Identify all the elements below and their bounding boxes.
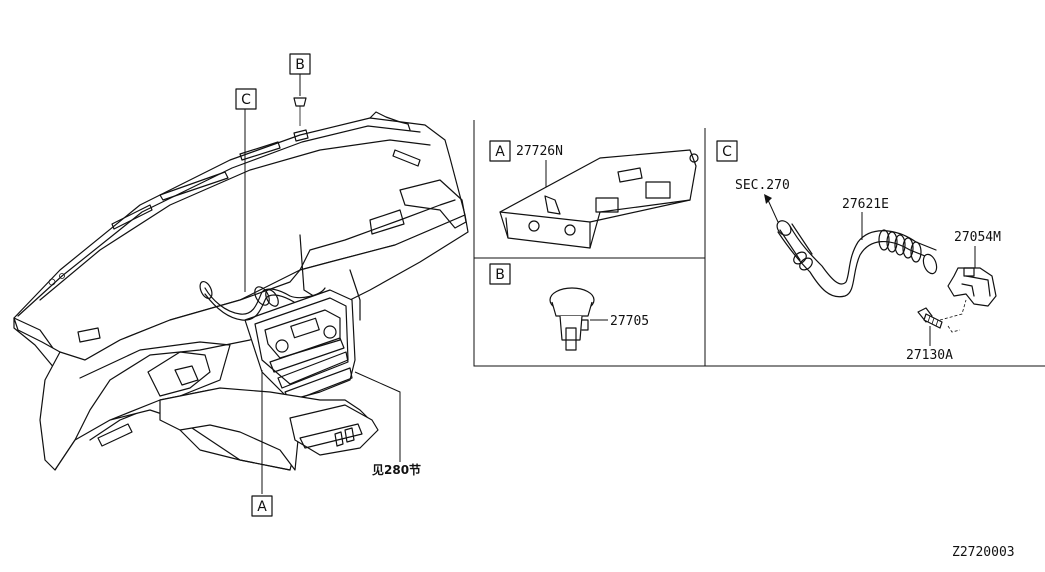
screw-part <box>917 307 943 329</box>
control-module <box>499 149 699 249</box>
panel-c: C SEC.270 27621E 27054M <box>716 140 1001 363</box>
svg-text:B: B <box>295 57 305 73</box>
section-ref-label: SEC.270 <box>735 178 790 193</box>
svg-text:C: C <box>241 92 251 108</box>
ac-unit <box>159 387 379 471</box>
part-27705-label: 27705 <box>610 314 649 329</box>
panel-b: B 27705 <box>489 263 649 351</box>
panel-a: A 27726N <box>489 140 699 249</box>
main-leaders <box>244 74 401 494</box>
part-27130a-label: 27130A <box>906 348 953 363</box>
callout-b-main: B <box>289 53 311 75</box>
clip-part <box>549 287 595 351</box>
part-27726n-label: 27726N <box>516 144 563 159</box>
callout-b-panel: B <box>495 267 505 283</box>
part-27054m-label: 27054M <box>954 230 1001 245</box>
see-section-label: 见280节 <box>372 462 421 477</box>
callout-a-main: A <box>251 495 273 517</box>
svg-text:A: A <box>257 499 267 515</box>
callout-a-panel: A <box>495 144 505 160</box>
diagram-code: Z2720003 <box>952 545 1015 560</box>
aspirator-hose <box>776 220 938 298</box>
callout-c-main: C <box>235 88 257 110</box>
part-27621e-label: 27621E <box>842 197 889 212</box>
dashboard-assembly <box>13 111 469 471</box>
temperature-sensor <box>947 267 997 307</box>
detail-panels-frame <box>473 120 1045 367</box>
callout-c-panel: C <box>722 144 732 160</box>
arrow-icon <box>764 194 772 204</box>
